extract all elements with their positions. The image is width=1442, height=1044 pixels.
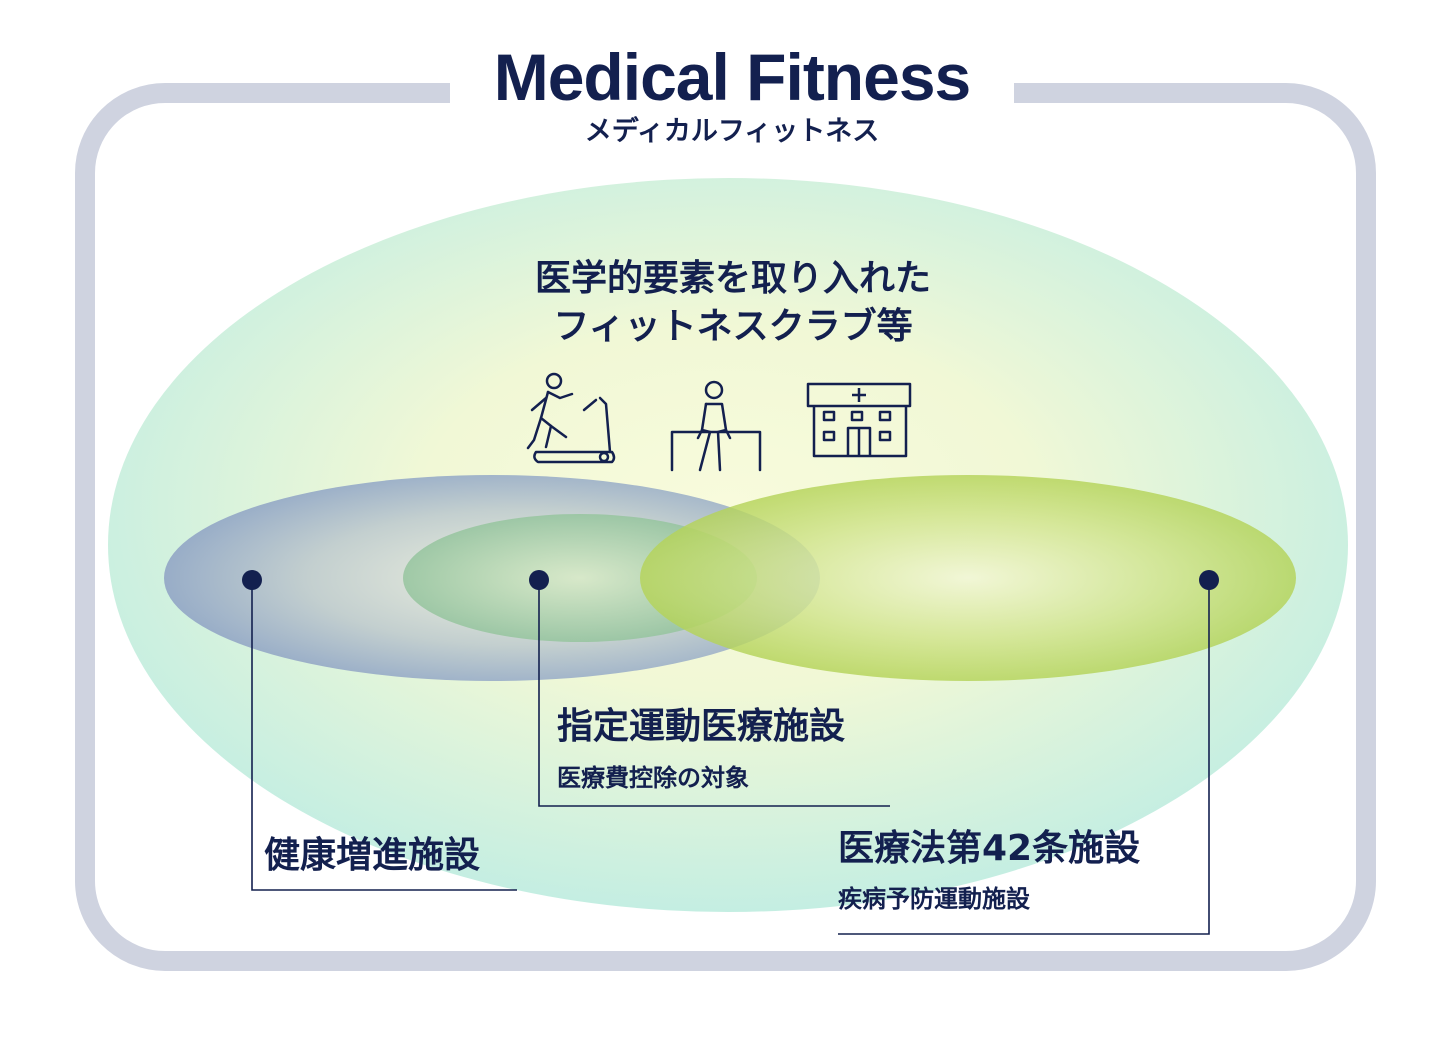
article42-connector (838, 580, 1210, 935)
article42-ellipse (640, 475, 1296, 681)
designated-connector (538, 580, 890, 807)
designated-label: 指定運動医療施設 (557, 706, 846, 747)
article42-dot (1199, 570, 1219, 590)
page-subtitle: メディカルフィットネス (584, 116, 880, 147)
title-background (450, 55, 1014, 115)
designated-sublabel: 医療費控除の対象 (557, 764, 749, 792)
outer-area-label: 医学的要素を取り入れた フィットネスクラブ等 (433, 255, 1033, 351)
page-title: Medical Fitness (493, 40, 972, 114)
outer-area-line2: フィットネスクラブ等 (553, 306, 913, 347)
health-promotion-dot (242, 570, 262, 590)
walking-rehab-icon (670, 380, 762, 472)
article42-label: 医療法第42条施設 (838, 828, 1141, 869)
health-promotion-label: 健康増進施設 (264, 835, 481, 876)
article42-sublabel: 疾病予防運動施設 (838, 885, 1030, 913)
treadmill-icon (526, 372, 616, 464)
outer-area-line1: 医学的要素を取り入れた (534, 258, 931, 299)
designated-dot (529, 570, 549, 590)
health-promotion-connector (251, 580, 517, 891)
rounded-frame (75, 83, 1376, 971)
hospital-icon (806, 382, 912, 458)
